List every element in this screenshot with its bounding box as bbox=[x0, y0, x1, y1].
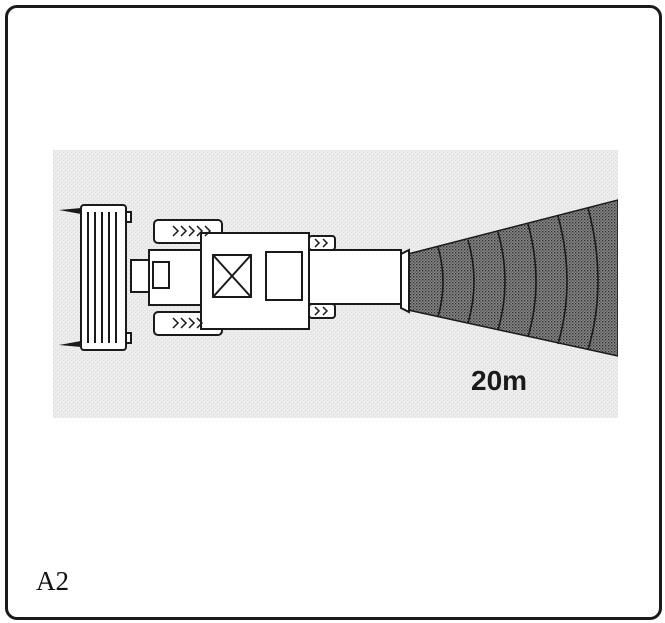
loader-vehicle-icon bbox=[59, 204, 410, 351]
light-beam-icon bbox=[407, 199, 618, 357]
figure-caption: A2 bbox=[36, 566, 69, 596]
distance-label: 20m bbox=[471, 365, 527, 396]
tire-tread bbox=[172, 225, 329, 329]
vehicle-illustration: 20m bbox=[53, 150, 618, 418]
vehicle-light-diagram: 20m bbox=[53, 150, 618, 418]
